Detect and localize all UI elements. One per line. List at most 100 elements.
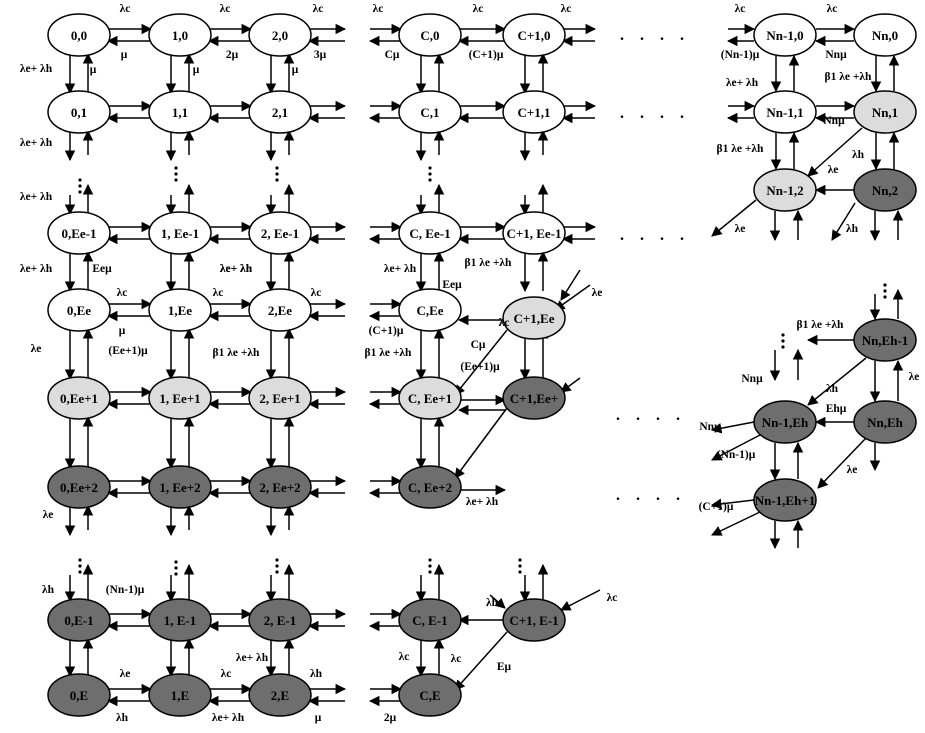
continuation-dots: . . . . bbox=[620, 27, 690, 44]
state-label: Nn-1,Eh+1 bbox=[755, 493, 816, 508]
rate-label: λh bbox=[852, 149, 865, 161]
state-ellipse bbox=[853, 318, 917, 362]
state-label: C, Ee-1 bbox=[409, 226, 450, 241]
state-node: 1, Ee+1 bbox=[148, 376, 212, 420]
state-ellipse bbox=[753, 13, 817, 57]
rate-label: λe+ λh bbox=[220, 263, 253, 275]
state-node: 2,E bbox=[248, 673, 312, 717]
rate-label: λc bbox=[311, 287, 322, 299]
rate-label: λh bbox=[846, 223, 859, 235]
state-label: 2, E-1 bbox=[264, 613, 297, 628]
rate-label: μ bbox=[119, 325, 126, 337]
state-label: 2,E bbox=[271, 688, 289, 703]
rate-label: (C+1)μ bbox=[469, 49, 504, 61]
state-ellipse bbox=[502, 211, 566, 255]
rate-label: Nnμ bbox=[741, 373, 763, 385]
state-ellipse bbox=[502, 598, 566, 642]
state-node: 2, E-1 bbox=[248, 598, 312, 642]
transition-arrow bbox=[560, 377, 581, 393]
rate-label: Eeμ bbox=[92, 263, 112, 275]
rate-label: (Nn-1)μ bbox=[721, 49, 760, 61]
dot bbox=[883, 295, 887, 299]
dot bbox=[174, 560, 178, 564]
state-label: C+1,Ee+ bbox=[510, 391, 558, 406]
transition-arrow bbox=[489, 594, 506, 609]
vertical-dots bbox=[275, 558, 279, 574]
state-label: 1, E-1 bbox=[164, 613, 197, 628]
state-ellipse bbox=[47, 673, 111, 717]
state-ellipse bbox=[47, 90, 111, 134]
state-node: 1, E-1 bbox=[148, 598, 212, 642]
state-node: 2, Ee+1 bbox=[248, 376, 312, 420]
continuation-dots: . . . . bbox=[620, 227, 690, 244]
dot bbox=[781, 345, 785, 349]
rate-label: λe bbox=[43, 509, 54, 521]
state-node: C,0 bbox=[398, 13, 462, 57]
state-node: 0,1 bbox=[47, 90, 111, 134]
vertical-dots bbox=[174, 560, 178, 576]
rate-label: λe+ λh bbox=[20, 137, 53, 149]
dot bbox=[781, 333, 785, 337]
state-label: Nn-1,Eh bbox=[762, 415, 809, 430]
vertical-dots bbox=[518, 558, 522, 574]
rate-label: λc bbox=[827, 3, 838, 15]
state-node: 0,E-1 bbox=[47, 598, 111, 642]
state-node: 2,0 bbox=[248, 13, 312, 57]
rate-label: λc bbox=[499, 317, 510, 329]
transition-arrow bbox=[560, 269, 581, 301]
state-ellipse bbox=[398, 13, 462, 57]
dot bbox=[275, 570, 279, 574]
state-label: 0,Ee+2 bbox=[60, 480, 98, 495]
state-ellipse bbox=[398, 598, 462, 642]
rate-label: μ bbox=[121, 49, 128, 61]
state-label: C, E-1 bbox=[412, 613, 447, 628]
state-node: Nn-1,Eh bbox=[753, 400, 817, 444]
state-label: C,Ee bbox=[416, 303, 443, 318]
state-ellipse bbox=[47, 598, 111, 642]
rate-label: λe+ λh bbox=[20, 191, 53, 203]
vertical-dots bbox=[883, 283, 887, 299]
state-ellipse bbox=[753, 168, 817, 212]
vertical-dots bbox=[428, 166, 432, 182]
rate-label: β1 λe +λh bbox=[465, 257, 513, 269]
dot bbox=[428, 172, 432, 176]
state-node: C, Ee-1 bbox=[398, 211, 462, 255]
rate-label: λe+ λh bbox=[236, 652, 269, 664]
rate-label: β1 λe +λh bbox=[213, 347, 261, 359]
state-ellipse bbox=[148, 465, 212, 509]
rate-label: μ bbox=[292, 64, 299, 76]
rate-label: λe bbox=[847, 464, 858, 476]
state-ellipse bbox=[248, 673, 312, 717]
state-node: 0,Ee+1 bbox=[47, 376, 111, 420]
state-label: C, Ee+2 bbox=[408, 480, 452, 495]
rate-label: Nnμ bbox=[825, 49, 847, 61]
transition-arrow bbox=[560, 589, 601, 611]
transition-arrow bbox=[454, 407, 508, 479]
rate-label: Nnμ bbox=[699, 421, 721, 433]
dot bbox=[781, 339, 785, 343]
rate-label: λe+ λh bbox=[212, 712, 245, 724]
rate-label: β1 λe +λh bbox=[717, 143, 765, 155]
state-label: Nn,1 bbox=[872, 105, 898, 120]
state-node: C,1 bbox=[398, 90, 462, 134]
rate-label: λc bbox=[213, 287, 224, 299]
state-ellipse bbox=[248, 288, 312, 332]
state-ellipse bbox=[47, 211, 111, 255]
state-label: 0,Ee+1 bbox=[60, 391, 98, 406]
state-ellipse bbox=[398, 376, 462, 420]
transition-arrow bbox=[711, 511, 761, 536]
state-node: C+1, E-1 bbox=[502, 598, 566, 642]
rate-label: (Nn-1)μ bbox=[717, 449, 756, 461]
transition-arrow bbox=[454, 631, 508, 691]
rate-label: λe bbox=[909, 371, 920, 383]
state-node: Nn,2 bbox=[853, 168, 917, 212]
dot bbox=[275, 172, 279, 176]
state-label: C,E bbox=[419, 688, 440, 703]
rate-label: μ bbox=[193, 64, 200, 76]
dot bbox=[174, 566, 178, 570]
state-label: 0,E-1 bbox=[64, 613, 93, 628]
rate-label: β1 λe +λh bbox=[825, 71, 873, 83]
state-node: 1,0 bbox=[148, 13, 212, 57]
state-node: C,E bbox=[398, 673, 462, 717]
